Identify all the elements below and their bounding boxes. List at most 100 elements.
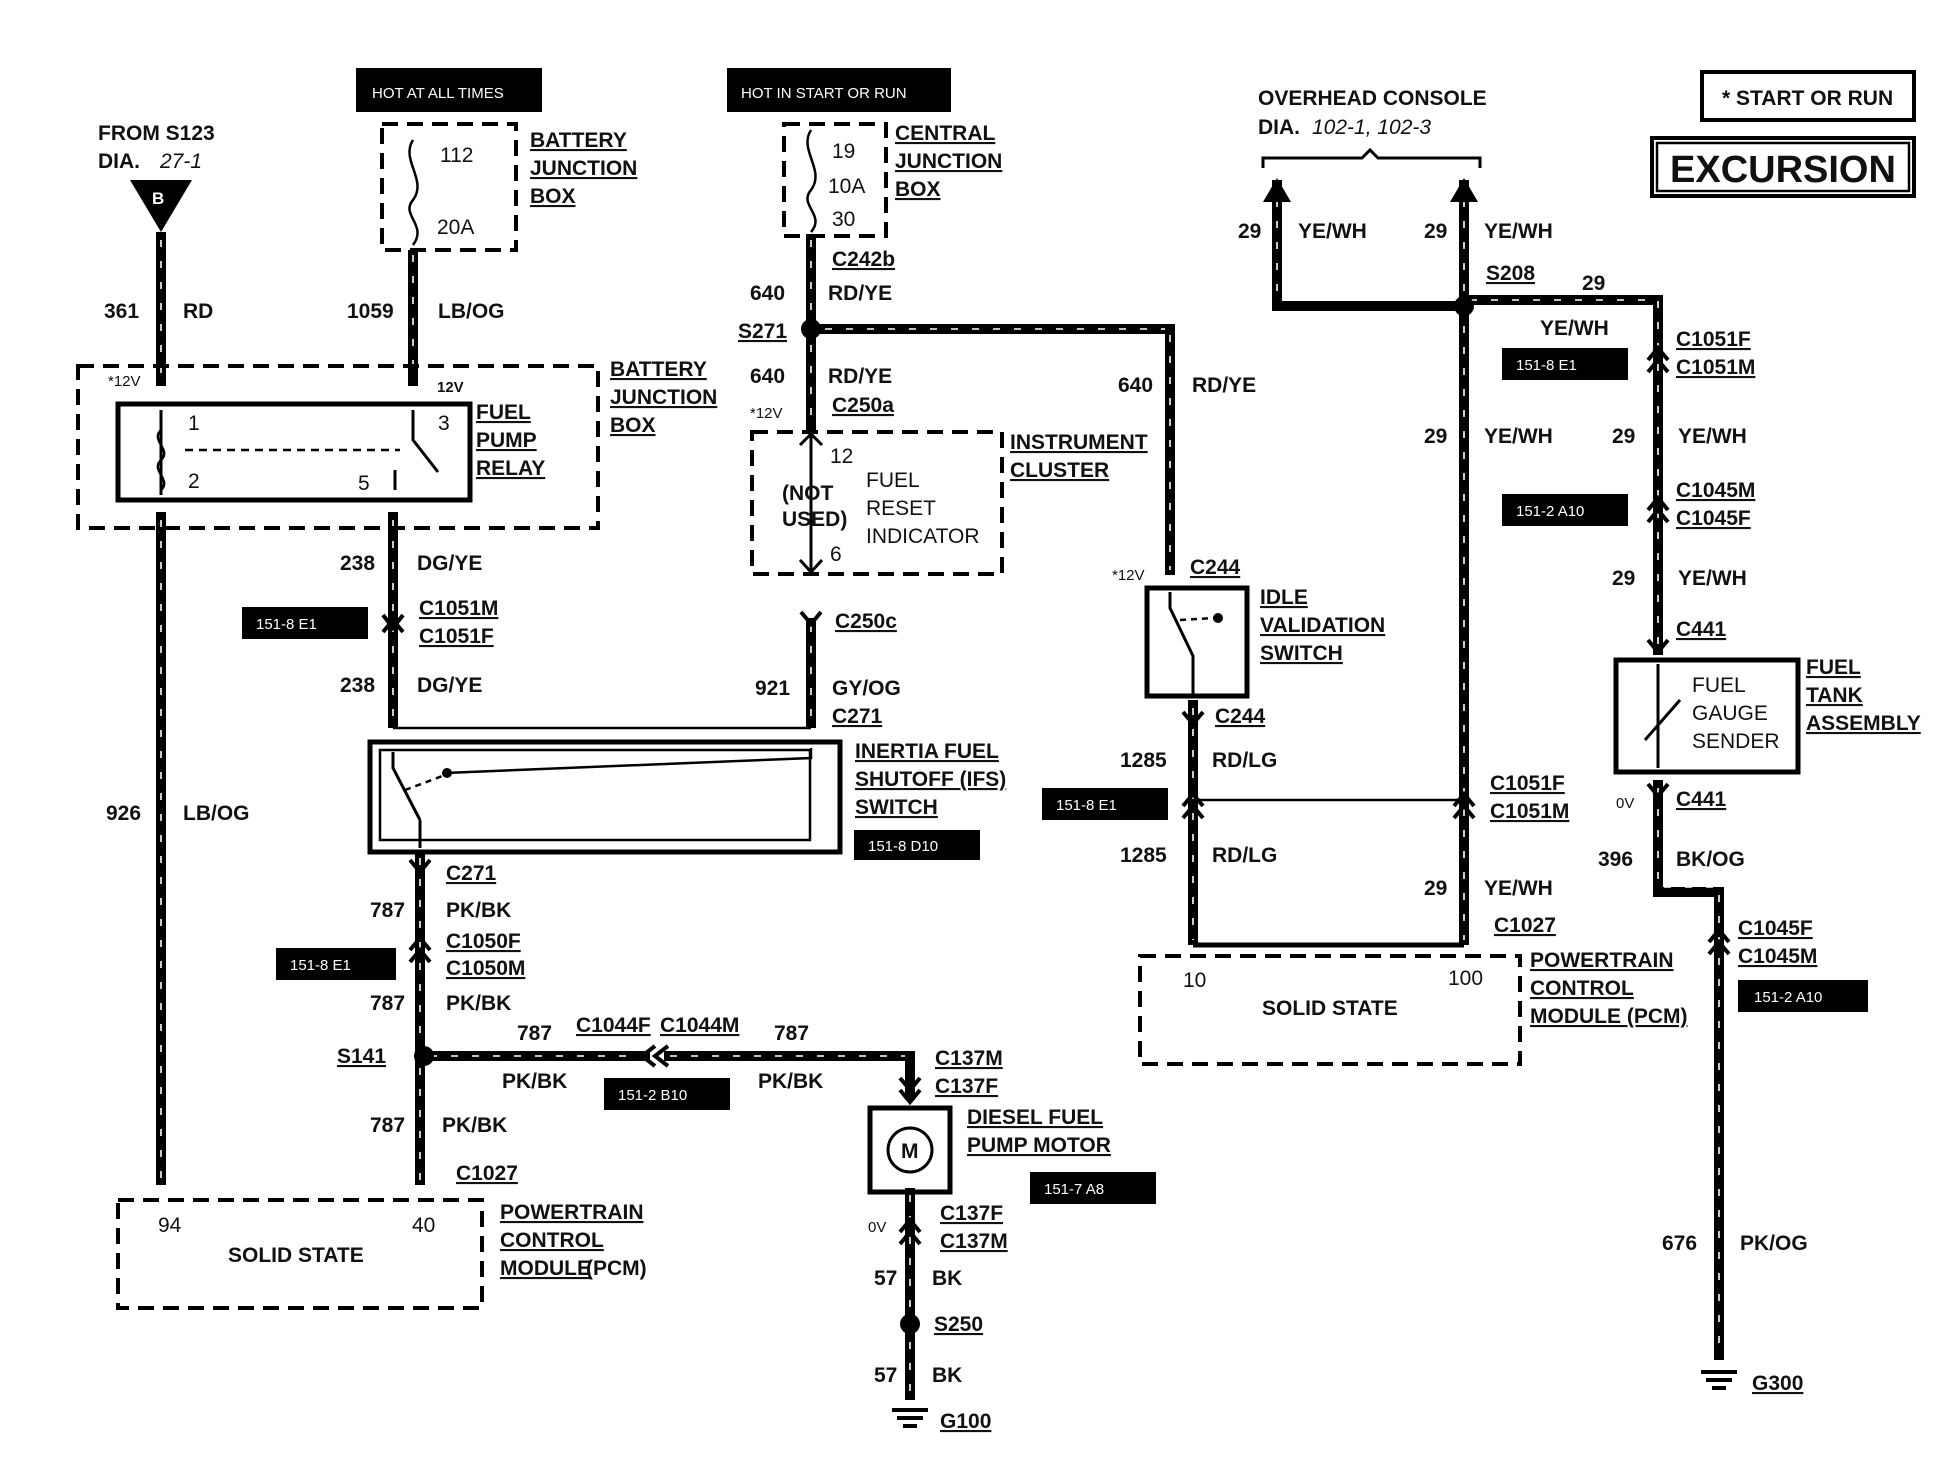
ref-c244-box <box>1042 788 1168 820</box>
pcm-right-l1: POWERTRAIN <box>1530 949 1674 972</box>
ifs-l2: SHUTOFF (IFS) <box>855 768 1006 791</box>
connector-c271-top: C271 <box>832 705 883 728</box>
connector-c137m-bottom: C137M <box>940 1230 1008 1253</box>
connector-c1050f: C1050F <box>446 930 521 953</box>
central-jb-l1: CENTRAL <box>895 122 995 145</box>
fuse-112-label: 112 <box>440 144 473 167</box>
ref-c1050-box <box>276 948 396 980</box>
connector-c244-bottom: C244 <box>1215 705 1266 728</box>
from-dia-label: DIA. <box>98 150 140 173</box>
wire-787-d: 787 <box>774 1022 809 1045</box>
connector-c441-bottom: C441 <box>1676 788 1727 811</box>
connector-c1027-left: C1027 <box>456 1162 518 1185</box>
wire-rdlg-b: RD/LG <box>1212 844 1277 867</box>
pcm-left-l2: CONTROL <box>500 1229 604 1252</box>
cluster-not-used-2: USED) <box>782 508 847 531</box>
wire-dgye-b: DG/YE <box>417 674 482 697</box>
c1050-symbol <box>408 934 432 964</box>
ref-c1045-top: 151-2 A10 <box>1516 503 1584 520</box>
wire-bk-b: BK <box>932 1364 962 1387</box>
wire-1285-b: 1285 <box>1120 844 1167 867</box>
ref-c1045-top-box <box>1502 494 1628 526</box>
ref-c1051-left: 151-8 E1 <box>256 616 317 633</box>
connector-c1051m-left: C1051M <box>419 597 498 620</box>
overhead-console-label: OVERHEAD CONSOLE <box>1258 87 1487 110</box>
idle-validation-l2: VALIDATION <box>1260 614 1385 637</box>
connector-b-triangle <box>130 180 192 232</box>
wire-rdye-a: RD/YE <box>828 282 892 305</box>
excursion-title-box <box>1650 136 1916 198</box>
cluster-12v: *12V <box>750 405 783 422</box>
relay-pin-2: 2 <box>188 470 200 493</box>
fuel-tank-l2: TANK <box>1806 684 1863 707</box>
connector-c441-top: C441 <box>1676 618 1727 641</box>
fuse-19-label: 19 <box>832 140 855 163</box>
splice-s141-label: S141 <box>337 1045 386 1068</box>
wire-yewh-d: YE/WH <box>1484 425 1553 448</box>
connector-c137m-top: C137M <box>935 1047 1003 1070</box>
wire-57-a: 57 <box>874 1267 897 1290</box>
connector-c137f-bottom: C137F <box>940 1202 1003 1225</box>
splice-s271 <box>801 319 821 339</box>
connector-c1051m-main: C1051M <box>1490 800 1569 823</box>
wire-787-b: 787 <box>370 992 405 1015</box>
c1044-symbol <box>638 1044 670 1068</box>
battery-jb-l1: BATTERY <box>610 358 707 381</box>
overhead-console-bracket <box>1261 147 1482 168</box>
wire-676-label: 676 <box>1662 1232 1697 1255</box>
pcm-right-pin-10: 10 <box>1183 969 1206 992</box>
pcm-right-pin-100: 100 <box>1448 967 1483 990</box>
wire-238-b: 238 <box>340 674 375 697</box>
fuel-pump-relay-l1: FUEL <box>476 401 531 424</box>
wire-dgye-a: DG/YE <box>417 552 482 575</box>
ref-pump-box <box>1030 1172 1156 1204</box>
battery-jb-l3: BOX <box>610 414 656 437</box>
fuel-tank-l1: FUEL <box>1806 656 1861 679</box>
idle-validation-box <box>1144 585 1250 699</box>
fuel-tank-l3: ASSEMBLY <box>1806 712 1921 735</box>
central-jb-l2: JUNCTION <box>895 150 1002 173</box>
relay-pin-3: 3 <box>438 412 450 435</box>
ref-c1050: 151-8 E1 <box>290 957 351 974</box>
cluster-fuel-label: FUEL <box>866 469 920 492</box>
wire-pkog-label: PK/OG <box>1740 1232 1808 1255</box>
pcm-right-box <box>1138 954 1522 1066</box>
wire-bkog-label: BK/OG <box>1676 848 1745 871</box>
pcm-left-l3: MODULE <box>500 1257 591 1280</box>
ground-g100-icon <box>892 1408 928 1428</box>
fuse-19-icon <box>806 129 817 233</box>
pcm-left-pin-40: 40 <box>412 1214 435 1237</box>
idle-12v: *12V <box>1112 567 1145 584</box>
pcm-left-l1: POWERTRAIN <box>500 1201 644 1224</box>
cluster-not-used-1: (NOT <box>782 482 833 505</box>
ifs-switch-inner <box>378 748 812 842</box>
ref-c1051-left-box <box>242 607 368 639</box>
wire-29-d: 29 <box>1424 425 1447 448</box>
cluster-indicator-label: INDICATOR <box>866 525 980 548</box>
wire-29-b: 29 <box>1424 220 1447 243</box>
pcm-left-box <box>116 1198 484 1310</box>
ifs-l1: INERTIA FUEL <box>855 740 999 763</box>
wire-pkbk-b: PK/BK <box>446 992 511 1015</box>
wire-yewh-e: YE/WH <box>1484 877 1553 900</box>
pcm-left-pin-94: 94 <box>158 1214 182 1237</box>
fuel-sender-icon <box>1643 664 1682 768</box>
c1051-left-symbol <box>381 613 405 634</box>
ref-c1045-bottom-box <box>1738 980 1868 1012</box>
connector-c1027-right: C1027 <box>1494 914 1556 937</box>
instrument-cluster-l1: INSTRUMENT <box>1010 431 1148 454</box>
overhead-console-dia-num: 102-1, 102-3 <box>1312 116 1431 139</box>
wire-pkbk-d: PK/BK <box>758 1070 823 1093</box>
ref-c1051-right-box <box>1502 348 1628 380</box>
wire-29-c: 29 <box>1582 272 1605 295</box>
wire-rdye-b: RD/YE <box>828 365 892 388</box>
cluster-reset-label: RESET <box>866 497 936 520</box>
wire-640-b: 640 <box>750 365 785 388</box>
relay-coil-icon <box>156 429 166 491</box>
wire-rdye-c: RD/YE <box>1192 374 1256 397</box>
connector-c250c: C250c <box>835 610 897 633</box>
idle-validation-l1: IDLE <box>1260 586 1308 609</box>
wire-57-b: 57 <box>874 1364 897 1387</box>
from-s123-label: FROM S123 <box>98 122 215 145</box>
